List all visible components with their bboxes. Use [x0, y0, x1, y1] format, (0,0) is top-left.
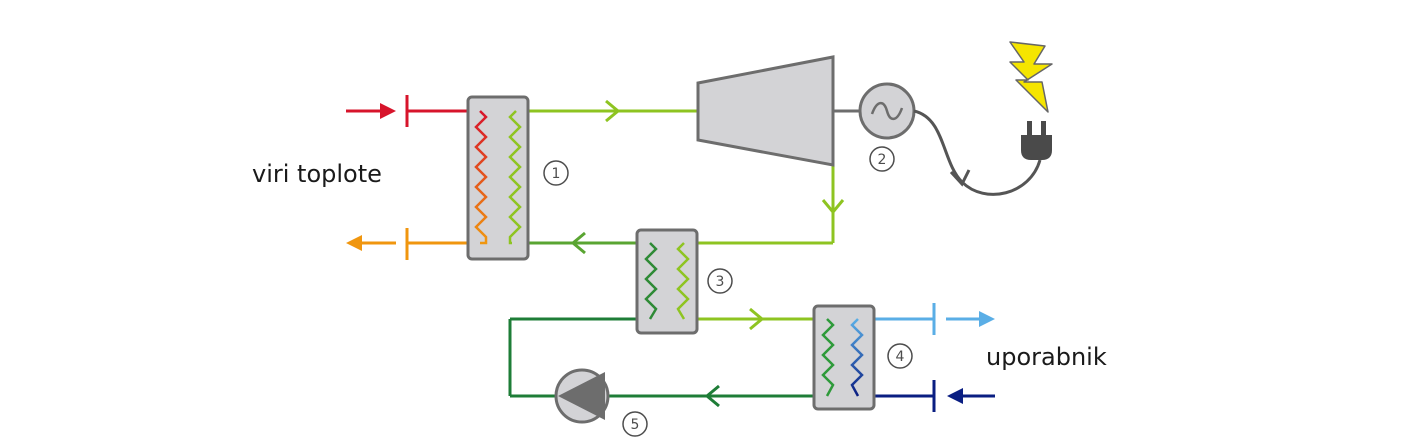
svg-text:3: 3 [716, 274, 725, 290]
svg-text:2: 2 [878, 152, 887, 168]
return-to-evaporator-pipe [512, 231, 640, 255]
heat-source-outlet-pipe [346, 228, 480, 260]
compressor-discharge-pipe [684, 165, 845, 245]
heat-exchanger-4 [812, 304, 876, 411]
heat-exchanger-1 [466, 95, 530, 261]
vapor-to-compressor-pipe [516, 99, 698, 123]
plug-icon [1021, 121, 1052, 160]
component-number-1: 1 [543, 160, 569, 186]
lightning-icon [1009, 41, 1053, 113]
heat-source-inlet-pipe [346, 95, 480, 127]
hx3-to-hx4-pipe [684, 307, 827, 331]
generator-icon [833, 82, 916, 140]
heat-sources-label: viri toplote [252, 160, 382, 188]
svg-text:5: 5 [631, 417, 640, 433]
component-number-4: 4 [887, 343, 913, 369]
compressor [696, 55, 835, 167]
svg-text:4: 4 [896, 349, 905, 365]
consumer-supply-pipe [858, 303, 995, 335]
pump-icon [554, 368, 610, 424]
component-number-3: 3 [707, 268, 733, 294]
consumer-label: uporabnik [986, 343, 1107, 371]
power-cable [913, 109, 1042, 196]
component-number-5: 5 [622, 411, 648, 437]
pump-to-hx3-pipe [508, 317, 650, 398]
consumer-return-pipe [858, 380, 995, 412]
heat-exchanger-3 [635, 228, 699, 335]
hx4-to-pump-pipe [605, 384, 827, 408]
component-number-2: 2 [869, 146, 895, 172]
svg-text:1: 1 [552, 166, 561, 182]
